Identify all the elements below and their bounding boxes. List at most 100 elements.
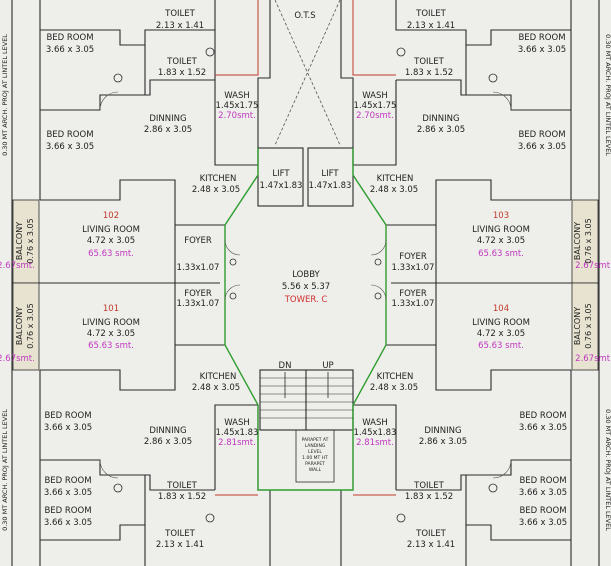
foyer-label: FOYER xyxy=(184,236,212,246)
balcony-area: 2.67smt. xyxy=(575,354,611,364)
bedroom-dim: 3.66 x 3.05 xyxy=(519,488,567,498)
bedroom-label: BED ROOM xyxy=(519,506,566,516)
living-room-area: 65.63 smt. xyxy=(478,341,524,351)
living-room-area: 65.63 smt. xyxy=(88,249,134,259)
wall-br-2 xyxy=(396,459,571,491)
kitchen-dim: 2.48 x 3.05 xyxy=(192,383,240,393)
bedroom-label: BED ROOM xyxy=(44,411,91,421)
wash-dim: 1.45x1.75 xyxy=(354,101,397,111)
balcony-left-bottom xyxy=(12,282,40,371)
foyer-dim: 1.33x1.07 xyxy=(177,263,220,273)
bedroom-dim: 3.66 x 3.05 xyxy=(518,45,566,55)
fixtures xyxy=(113,47,498,523)
fixture-circle xyxy=(229,258,237,266)
toilet-label: TOILET xyxy=(164,529,195,539)
fixture-circle xyxy=(396,47,406,57)
kitchen-label: KITCHEN xyxy=(200,372,237,382)
foyer-label: FOYER xyxy=(399,289,427,299)
wall-br-4 xyxy=(465,524,571,566)
wash-label: WASH xyxy=(362,418,388,428)
living-room-dim: 4.72 x 3.05 xyxy=(87,329,135,339)
foyer-dim: 1.33x1.07 xyxy=(177,299,220,309)
balcony-label: BALCONY xyxy=(15,307,24,345)
bedroom-label: BED ROOM xyxy=(44,476,91,486)
balcony-label: BALCONY xyxy=(573,307,582,345)
lift-right-box xyxy=(307,147,354,207)
toilet-dim: 1.83 x 1.52 xyxy=(405,492,453,502)
bedroom-dim: 3.66 x 3.05 xyxy=(519,423,567,433)
door-arc xyxy=(492,459,512,479)
fixture-circle xyxy=(205,513,215,523)
stair-up-label: UP xyxy=(322,361,333,371)
parapet-line: LEVEL xyxy=(308,449,322,455)
living-room-area: 65.63 smt. xyxy=(478,249,524,259)
balconies xyxy=(12,199,599,371)
door-swings xyxy=(99,91,512,479)
red-outline xyxy=(215,0,396,496)
kitchen-label: KITCHEN xyxy=(200,174,237,184)
side-label-right-top: 0.30 MT ARCH. PROJ AT LINTEL LEVEL xyxy=(604,34,611,156)
toilet-label: TOILET xyxy=(166,481,197,491)
wall-tr-3 xyxy=(340,0,397,166)
foyer-label: FOYER xyxy=(399,252,427,262)
lift-right-label: LIFT xyxy=(321,169,339,179)
parapet-line: PARAPET xyxy=(305,461,325,467)
door-arc xyxy=(370,284,387,301)
bedroom-label: BED ROOM xyxy=(46,33,93,43)
unit-number-104: 104 xyxy=(493,304,509,314)
unit-number-102: 102 xyxy=(103,211,119,221)
foyer-label: FOYER xyxy=(184,289,212,299)
toilet-label: TOILET xyxy=(413,57,444,67)
balcony-dim: 0.76 x 3.05 xyxy=(26,218,35,263)
bedroom-label: BED ROOM xyxy=(46,130,93,140)
ots-label: O.T.S xyxy=(294,11,315,21)
wash-dim: 1.45x1.83 xyxy=(216,428,259,438)
wall-bl-1 xyxy=(40,344,225,391)
wash-area: 2.70smt. xyxy=(218,111,256,121)
kitchen-label: KITCHEN xyxy=(377,174,414,184)
toilet-dim: 2.13 x 1.41 xyxy=(156,21,204,31)
wash-label: WASH xyxy=(362,91,388,101)
bedroom-label: BED ROOM xyxy=(519,476,566,486)
door-arc xyxy=(99,459,119,479)
toilet-label: TOILET xyxy=(164,9,195,19)
unit-number-101: 101 xyxy=(103,304,119,314)
door-arc xyxy=(224,284,241,301)
bedroom-dim: 3.66 x 3.05 xyxy=(44,518,92,528)
bedroom-dim: 3.66 x 3.05 xyxy=(46,45,94,55)
wash-label: WASH xyxy=(224,418,250,428)
tower-label: TOWER. C xyxy=(284,295,328,305)
parapet-line: WALL xyxy=(309,467,322,473)
fixture-circle xyxy=(229,292,237,300)
fixture-circle xyxy=(396,513,406,523)
toilet-dim: 2.13 x 1.41 xyxy=(407,21,455,31)
toilet-label: TOILET xyxy=(166,57,197,67)
dinning-label: DINNING xyxy=(422,114,459,124)
balcony-dim: 0.76 x 3.05 xyxy=(584,218,593,263)
wash-label: WASH xyxy=(224,91,250,101)
red-outline-tl xyxy=(215,0,259,76)
ots-diag-2 xyxy=(274,0,341,146)
balcony-area: 2.67smt. xyxy=(0,261,35,271)
living-room-label: LIVING ROOM xyxy=(472,225,530,235)
ots-cross xyxy=(274,0,341,146)
stair-arrows xyxy=(284,372,329,398)
balcony-label: BALCONY xyxy=(573,222,582,260)
stair-treads xyxy=(260,377,353,419)
wash-dim: 1.45x1.83 xyxy=(354,428,397,438)
dinning-label: DINNING xyxy=(149,114,186,124)
kitchen-label: KITCHEN xyxy=(377,372,414,382)
wash-area: 2.70smt. xyxy=(356,111,394,121)
red-outline-tr xyxy=(352,0,396,76)
bedroom-dim: 3.66 x 3.05 xyxy=(44,423,92,433)
balcony-dim: 0.76 x 3.05 xyxy=(584,303,593,348)
door-arc xyxy=(370,239,387,256)
parapet-line: 1.00 MT HT xyxy=(302,455,328,461)
dinning-dim: 2.86 x 3.05 xyxy=(144,125,192,135)
side-label-right-bottom: 0.30 MT ARCH. PROJ AT LINTEL LEVEL xyxy=(604,409,611,531)
fixture-circle xyxy=(113,483,123,493)
lobby-outline-path xyxy=(224,148,387,491)
stair-dn-label: DN xyxy=(279,361,292,371)
toilet-label: TOILET xyxy=(415,9,446,19)
bedroom-dim: 3.66 x 3.05 xyxy=(519,518,567,528)
